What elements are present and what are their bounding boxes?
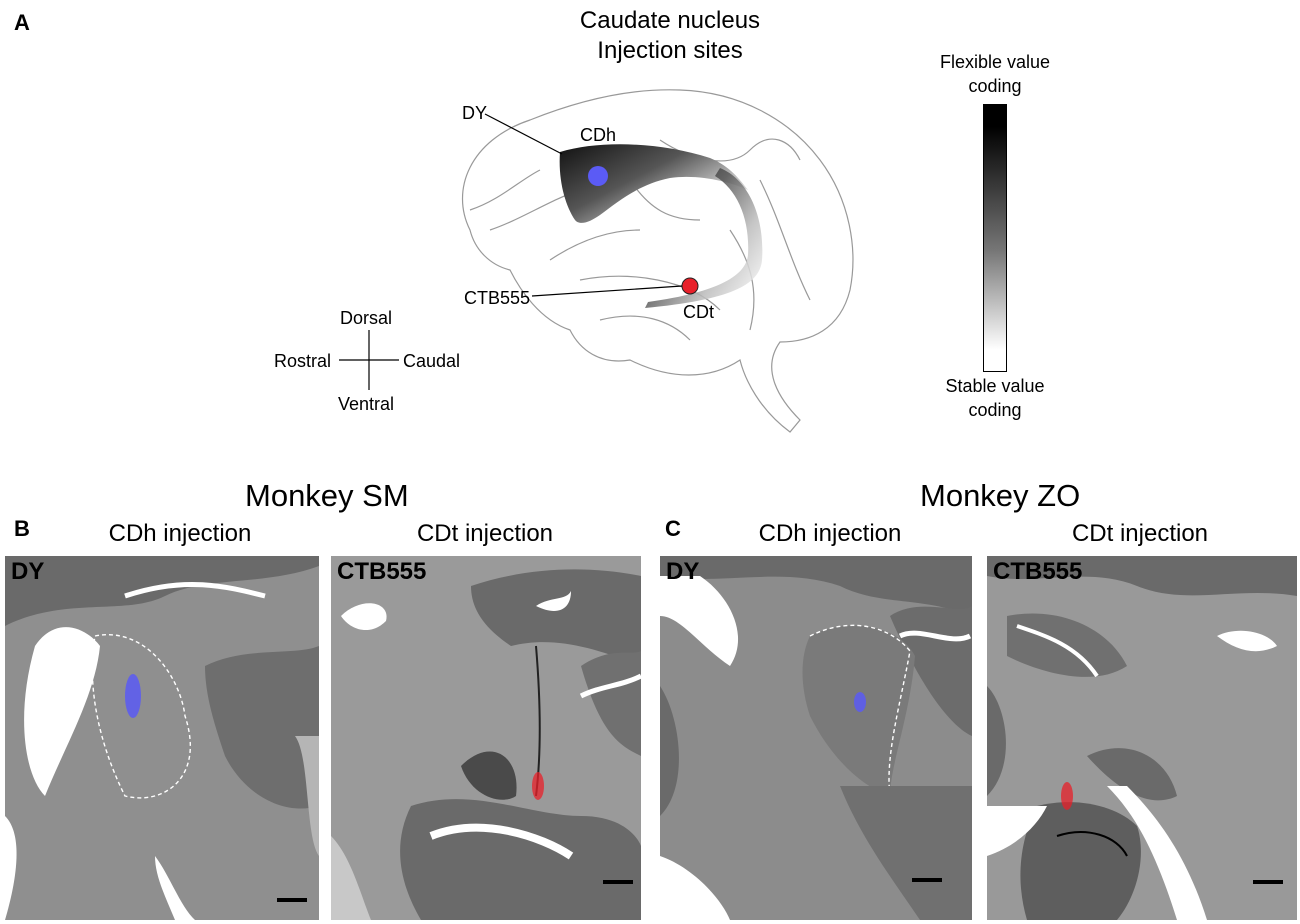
micrograph-zo-cdh: DY [660,556,972,920]
diagram-title: Caudate nucleus Injection sites [540,6,800,66]
label-cdh: CDh [580,125,617,145]
panel-b-letter: B [14,516,30,541]
sulcus [579,275,721,311]
compass-dorsal: Dorsal [340,308,393,328]
micrograph-zo-cdt: CTB555 [987,556,1297,920]
micrograph-3-stain-label: DY [666,558,700,585]
scale-bar [1253,880,1283,884]
micrograph-1-stain-label: DY [11,558,45,585]
ctb-pointer-line [531,285,683,297]
scale-bar [277,898,307,902]
scale-bar [912,878,942,882]
colorbar-top-line1: Flexible value [939,52,1051,72]
monkey-sm-title: Monkey SM [245,478,409,513]
sulcus [599,315,691,341]
micrograph-sm-cdt: CTB555 [331,556,641,920]
compass-ventral: Ventral [338,394,395,414]
panel-a-letter: A [14,10,30,35]
compass-rostral: Rostral [274,351,332,371]
colorbar-bottom-line1: Stable value [945,376,1045,396]
colorbar-bottom-label: Stable value coding [915,374,1075,422]
dy-pointer-line [484,113,563,155]
micrograph-2-stain-label: CTB555 [337,558,427,585]
label-ctb555: CTB555 [464,288,531,308]
colorbar-gradient [983,104,1007,372]
micrograph-2-subtitle: CDt injection [416,520,554,547]
colorbar-top-line2: coding [968,76,1022,96]
dy-injection-dot [588,166,608,186]
micrograph-sm-cdh: DY [5,556,319,920]
colorbar-top-label: Flexible value coding [915,50,1075,98]
panel-c-letter: C [665,516,681,541]
micrograph-4-stain-label: CTB555 [993,558,1083,585]
orientation-compass [339,330,399,390]
label-cdt: CDt [683,302,714,322]
label-dy: DY [462,103,488,123]
micrograph-1-subtitle: CDh injection [108,520,252,547]
diagram-title-line1: Caudate nucleus [579,7,761,34]
colorbar-bottom-line2: coding [968,400,1022,420]
micrograph-3-subtitle: CDh injection [758,520,902,547]
ctb-injection-dot [681,277,699,295]
caudate-head [559,144,748,223]
brain-diagram [461,89,854,433]
diagram-title-line2: Injection sites [597,37,743,64]
monkey-zo-title: Monkey ZO [920,478,1081,513]
sulcus [549,229,641,261]
sulcus [469,169,541,211]
brain-outline [461,89,854,433]
micrograph-4-subtitle: CDt injection [1071,520,1209,547]
sulcus [759,179,811,301]
compass-caudal: Caudal [403,351,461,371]
scale-bar [603,880,633,884]
